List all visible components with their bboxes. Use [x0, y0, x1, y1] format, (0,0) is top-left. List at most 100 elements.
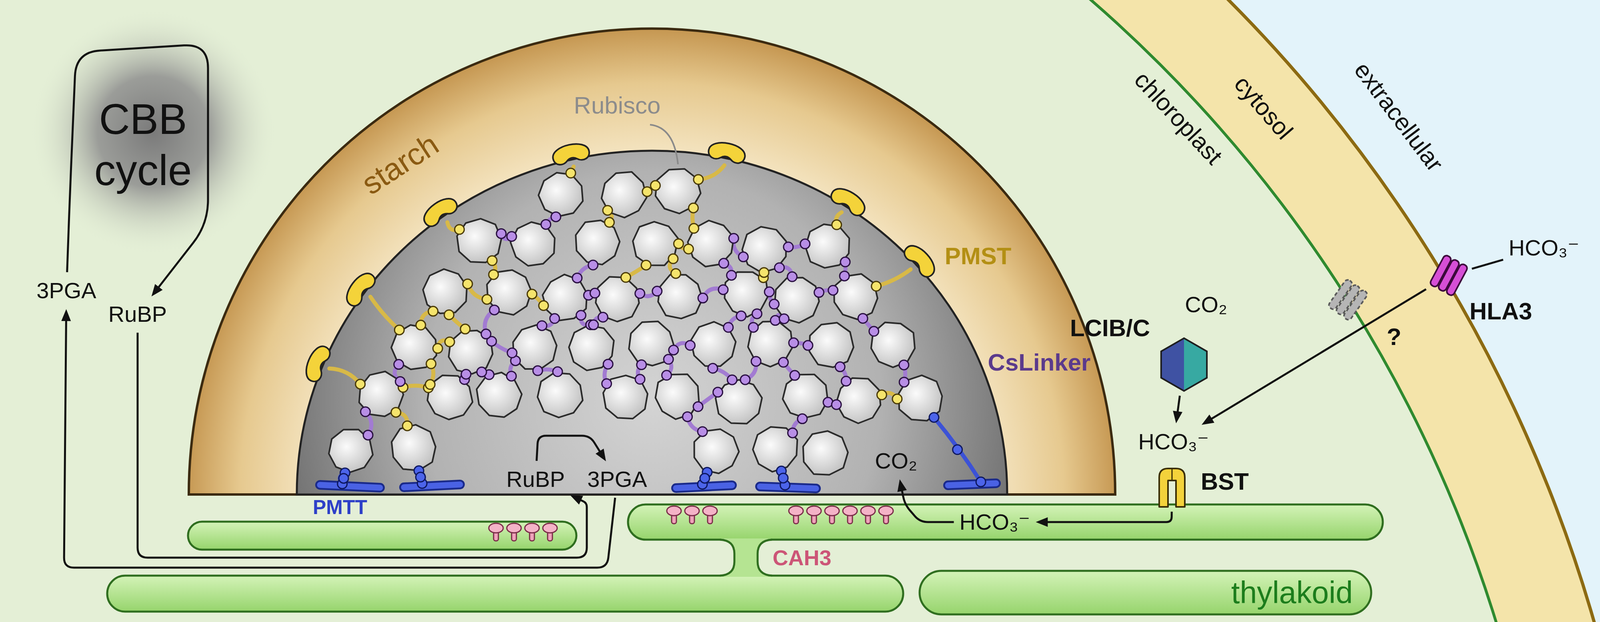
- linker-dots: [337, 168, 986, 491]
- linker-dot: [551, 212, 561, 222]
- connector-line: [67, 45, 208, 289]
- rubisco-holoenzyme: [715, 380, 762, 424]
- reaction-arrow: [1035, 512, 1172, 528]
- linker-dot: [395, 376, 406, 387]
- linker-dot: [693, 174, 704, 185]
- linker-dot: [363, 430, 373, 440]
- linker-dot: [899, 360, 909, 370]
- bst-transporter: BST: [1156, 467, 1188, 509]
- arrowhead: [897, 479, 908, 493]
- linker-strand: [876, 269, 911, 287]
- cah3-enzyme: [824, 506, 840, 516]
- lcib-subunit: [1161, 338, 1184, 392]
- node-text: BST: [1200, 468, 1249, 496]
- linker-dot: [662, 370, 672, 381]
- cah3-enzyme: [702, 506, 718, 516]
- node-text: 3PGA: [587, 466, 648, 493]
- linker-dot: [537, 321, 547, 331]
- linker-dot: [871, 281, 882, 292]
- linker-dot: [899, 377, 909, 388]
- reaction-arrow: [897, 479, 954, 523]
- cbb-cycle-label: CBB cycle: [91, 91, 194, 199]
- linker-dot: [642, 186, 652, 197]
- protein-label: Rubisco: [574, 91, 661, 120]
- linker-dot: [507, 348, 517, 358]
- arrowhead: [61, 309, 71, 322]
- linker-dot: [402, 421, 412, 431]
- reaction-arrow: [536, 436, 606, 462]
- metabolite-label: CO₂: [872, 446, 920, 477]
- pmtt-rod-outline: [948, 483, 996, 486]
- connector-line: [901, 490, 954, 523]
- linker-dot: [876, 390, 887, 400]
- protein-label: PMTT: [312, 496, 368, 520]
- bst-seam: [1171, 469, 1173, 480]
- linker-dot: [839, 271, 850, 281]
- node-text: RuBP: [108, 301, 168, 328]
- linker-dot: [636, 360, 647, 370]
- linker-dot: [394, 360, 404, 370]
- linker-dot: [444, 337, 455, 347]
- metabolite-label: RuBP: [106, 299, 170, 330]
- compartment-label: chloroplast: [1128, 66, 1228, 170]
- linker-dot: [700, 473, 710, 484]
- thylakoid-tube: [628, 504, 1383, 540]
- linker-dot: [532, 366, 543, 376]
- hla3-body: [1429, 254, 1469, 297]
- metabolite-label: 3PGA: [34, 275, 99, 306]
- linker-dot: [892, 394, 902, 404]
- lcib-lcic-complex: LCIB/C: [1156, 336, 1212, 393]
- rubisco-leader: [650, 124, 678, 165]
- rubisco-holoenzyme: [595, 277, 640, 322]
- metabolite-label: 3PGA: [584, 464, 650, 495]
- metabolite-label: HCO₃⁻: [957, 507, 1033, 538]
- linker-dot: [718, 285, 728, 295]
- node-text: HLA3: [1469, 297, 1533, 326]
- cah3-enzymes: [488, 506, 894, 542]
- linker-dot: [668, 345, 679, 356]
- cah3-enzyme: [524, 523, 540, 534]
- arrowhead: [1201, 414, 1215, 426]
- linker-dot: [952, 445, 963, 455]
- rubisco-holoenzyme: [632, 222, 678, 266]
- linker-dot: [572, 273, 582, 283]
- linker-dot: [728, 233, 739, 244]
- linker-dot: [489, 305, 500, 315]
- linker-dot: [588, 320, 599, 330]
- linker-dot: [693, 402, 703, 412]
- linker-strand: [934, 417, 981, 482]
- linker-dot: [487, 256, 497, 266]
- thylakoid-neck-edge: [757, 540, 772, 576]
- rubisco-holoenzyme: [601, 172, 647, 218]
- rubisco-holoenzyme: [742, 226, 787, 273]
- linker-dot: [778, 357, 789, 368]
- linker-dot: [588, 260, 598, 270]
- cah3-enzyme: [542, 523, 558, 534]
- linker-dot: [454, 224, 465, 235]
- rubisco-holoenzyme: [422, 269, 467, 314]
- rubisco-holoenzyme: [782, 374, 828, 419]
- linker-dot: [590, 288, 600, 298]
- thylakoid-tube: [919, 571, 1372, 615]
- linker-dot: [538, 301, 549, 311]
- linker-dot: [506, 371, 517, 382]
- linker-dot: [976, 477, 986, 488]
- linker-dot: [803, 340, 813, 351]
- linker-dot: [738, 252, 748, 262]
- linker-dot: [444, 310, 454, 320]
- pmtt-rod: [404, 484, 460, 488]
- transporter-subunit: [1342, 289, 1369, 322]
- rubisco-holoenzyme: [834, 274, 878, 320]
- linker-dot: [770, 316, 780, 326]
- linker-dot: [673, 239, 684, 249]
- linker-dot: [576, 310, 586, 321]
- node-text: starch: [355, 126, 445, 202]
- linker-dot: [425, 380, 435, 390]
- linker-dot: [778, 473, 788, 484]
- rubisco-holoenzyme: [803, 431, 848, 476]
- linker-dot: [482, 294, 492, 305]
- node-text: 3PGA: [36, 278, 97, 304]
- arrowhead: [1035, 517, 1048, 528]
- linker-dot: [779, 314, 789, 324]
